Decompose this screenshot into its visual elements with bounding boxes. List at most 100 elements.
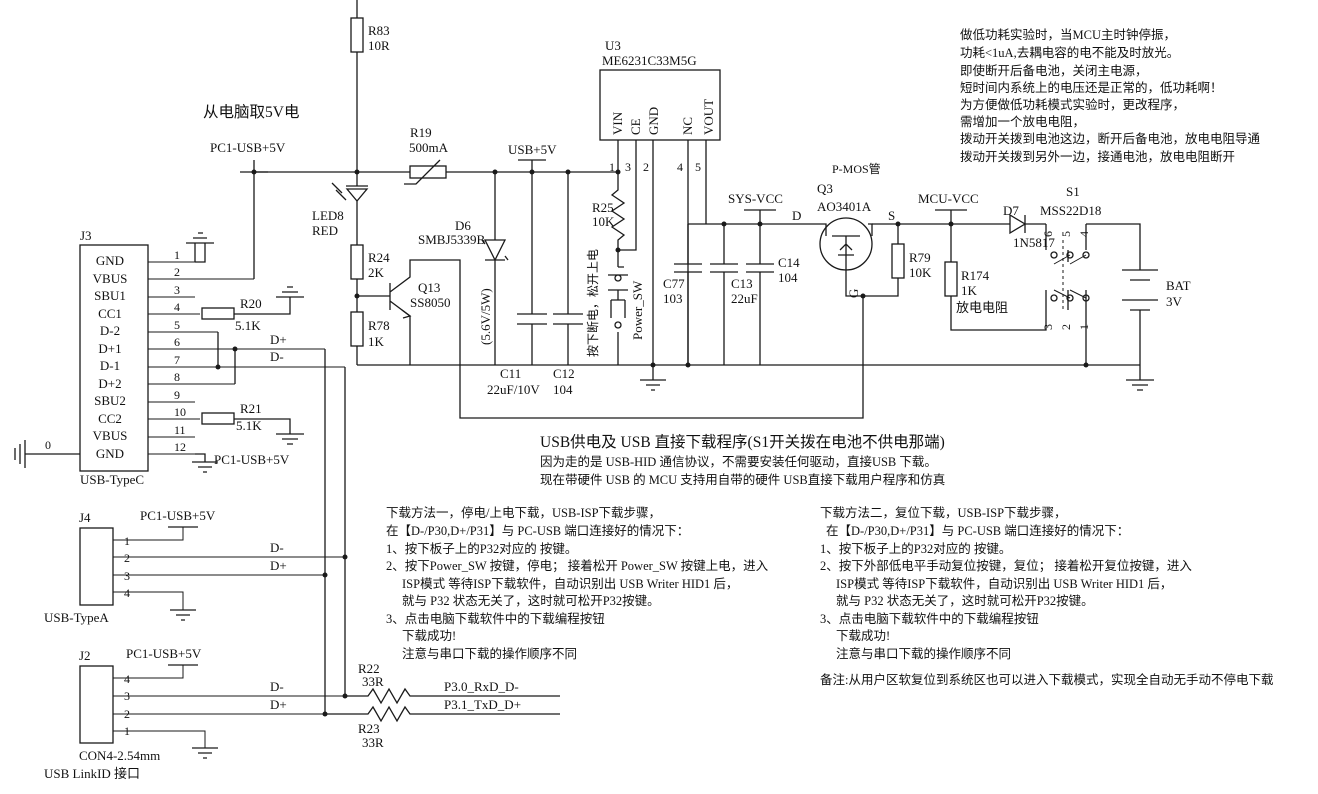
u3-leads	[617, 140, 707, 365]
q3-d: D	[792, 208, 801, 223]
note-line: 功耗<1uA,去耦电容的电不能及时放光。	[960, 45, 1179, 60]
r21-ref: R21	[240, 401, 262, 416]
r20-body	[201, 307, 235, 320]
method-line: 在【D-/P30,D+/P31】与 PC-USB 端口连接好的情况下：	[386, 523, 689, 538]
c12-ref: C12	[553, 366, 575, 381]
q13-ref: Q13	[418, 280, 440, 295]
j3-pin-label: CC2	[98, 411, 122, 426]
r174-ref: R174	[961, 268, 990, 283]
r174-note: 放电电阻	[956, 300, 1008, 315]
j3-pin-label: GND	[96, 446, 124, 461]
power-sw-note: 按下断电，松开上电	[585, 249, 600, 357]
net-pc-usb-5v: PC1-USB+5V	[214, 452, 290, 467]
c14-val: 104	[778, 270, 798, 285]
c12-val: 104	[553, 382, 573, 397]
r22-ref: R22	[358, 661, 380, 676]
j2-sub: USB LinkID 接口	[44, 766, 140, 781]
u3-num: 1	[609, 160, 615, 174]
u3-val: ME6231C33M5G	[602, 53, 697, 68]
s1-pin: 2	[1059, 324, 1073, 330]
q13-arrow	[401, 309, 412, 319]
d6-body	[483, 172, 507, 365]
note-top-right: 做低功耗实验时，当MCU主时钟停振， 功耗<1uA,去耦电容的电不能及时放光。 …	[960, 27, 1261, 164]
ground-symbol	[170, 609, 196, 621]
j3-pin-label: D-2	[100, 323, 120, 338]
s1-contact	[1082, 251, 1090, 259]
s1-contact	[1050, 294, 1058, 302]
r83-body	[350, 17, 364, 53]
r79-leads	[863, 224, 899, 297]
junction	[650, 362, 656, 368]
r174-leads	[950, 224, 1047, 331]
ce-lead	[618, 172, 637, 251]
q3-type: P-MOS管	[832, 161, 881, 176]
u3-pin: GND	[646, 107, 661, 135]
j3-pin-label: D+1	[98, 341, 121, 356]
method-line: 就与 P32 状态无关了，这时就可松开P32按键。	[402, 593, 660, 608]
pc-5v-note: 从电脑取5V电	[203, 103, 299, 121]
r19-ref: R19	[410, 125, 432, 140]
net-mcu-vcc: MCU-VCC	[918, 191, 979, 206]
junction	[232, 346, 238, 352]
r83-ref: R83	[368, 23, 390, 38]
sw-contact	[614, 321, 622, 329]
q3-gate	[845, 270, 863, 297]
led8-ref: LED8	[312, 208, 344, 223]
u3-num: 5	[695, 160, 701, 174]
j3-pin-label: VBUS	[93, 428, 128, 443]
r19-ptc-mark	[404, 159, 441, 185]
net-d-minus: D-	[270, 679, 284, 694]
r21-val: 5.1K	[236, 418, 262, 433]
c13-ref: C13	[731, 276, 753, 291]
ground-symbol	[192, 453, 218, 473]
pin-number: 8	[174, 370, 180, 384]
r24-ref: R24	[368, 250, 390, 265]
d-pair-links	[217, 332, 236, 384]
junction	[322, 711, 328, 717]
s1-pin: 3	[1041, 324, 1055, 330]
remark: 备注:从用户区软复位到系统区也可以进入下载模式，实现全自动无手动不停电下载	[820, 672, 1274, 687]
pin-number: 5	[174, 318, 180, 332]
method-line: 下载成功!	[836, 629, 890, 643]
r20-val: 5.1K	[235, 318, 261, 333]
r22-val: 33R	[362, 674, 384, 689]
junction	[251, 169, 257, 175]
q3-val: AO3401A	[817, 199, 872, 214]
j3-name: USB-TypeC	[80, 472, 144, 487]
net-sys-vcc: SYS-VCC	[728, 191, 783, 206]
note-line: 做低功耗实验时，当MCU主时钟停振，	[960, 27, 1176, 42]
ground-symbol	[192, 747, 218, 759]
r23-val: 33R	[362, 735, 384, 750]
power-sw-label: Power_SW	[630, 280, 645, 340]
u3-num: 2	[643, 160, 649, 174]
r25-val: 10K	[592, 214, 615, 229]
c14-ref: C14	[778, 255, 800, 270]
c77-ref: C77	[663, 276, 685, 291]
r79-val: 10K	[909, 265, 932, 280]
q13-body	[357, 259, 864, 419]
j3-pins: GND VBUS SBU1 CC1 D-2 D+1 D-1 D+2 SBU2 C…	[93, 253, 128, 461]
s1-val: MSS22D18	[1040, 203, 1101, 218]
r22-zigzag	[345, 687, 560, 705]
u3-num: 4	[677, 160, 683, 174]
led8-arrows	[331, 182, 347, 201]
c12-body	[553, 172, 583, 365]
s1-contact	[1050, 251, 1058, 259]
r24-body	[350, 244, 364, 280]
c11-val: 22uF/10V	[487, 382, 540, 397]
net-d-minus: D-	[270, 540, 284, 555]
pin-number: 4	[124, 672, 130, 686]
j3-pin-label: CC1	[98, 306, 122, 321]
net-d-plus: D+	[270, 558, 287, 573]
method-line: ISP模式 等待ISP下载软件，自动识别出 USB Writer HID1 后，	[402, 576, 738, 591]
q13-val: SS8050	[410, 295, 450, 310]
bat-body	[1122, 269, 1158, 365]
pin-number: 11	[174, 423, 186, 437]
net-bar	[935, 209, 967, 224]
pin-number: 1	[174, 248, 180, 262]
d6-val: SMBJ5339B	[418, 232, 486, 247]
method-line: 3、点击电脑下载软件中的下载编程按钮	[386, 611, 605, 626]
net-p30: P3.0_RxD_D-	[444, 679, 519, 694]
bat-ref: BAT	[1166, 278, 1191, 293]
